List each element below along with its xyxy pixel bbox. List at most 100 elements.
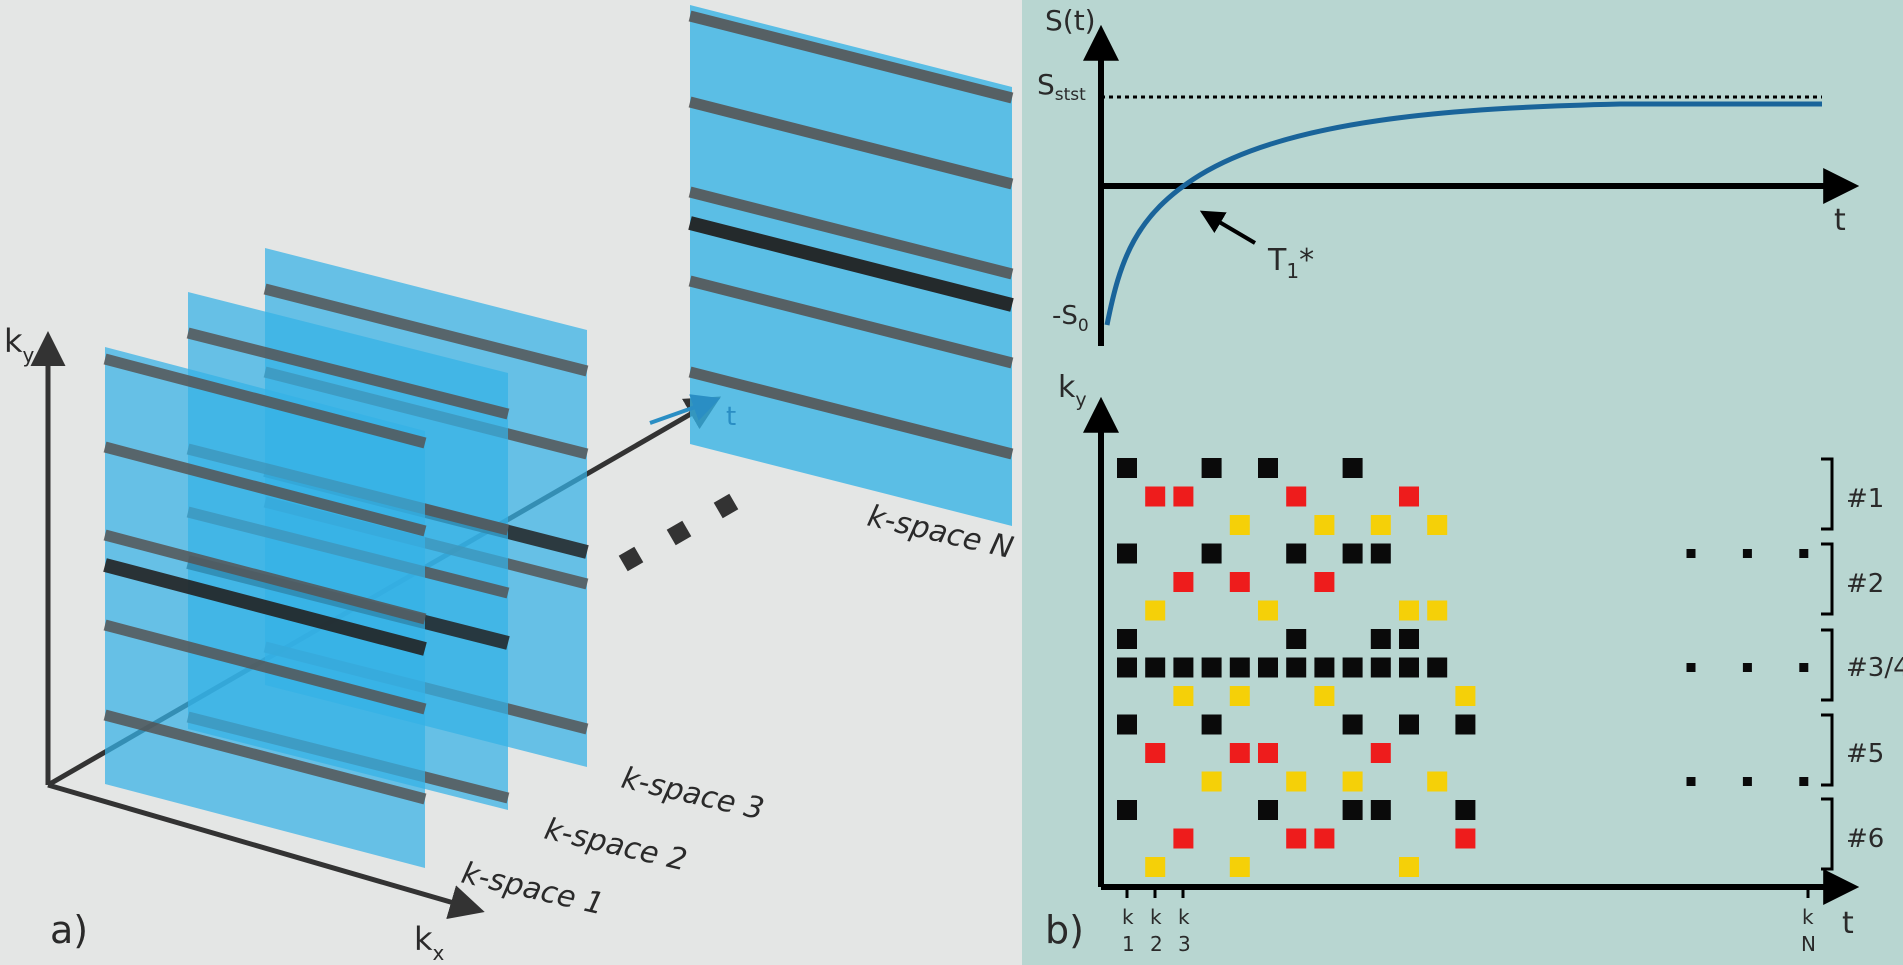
- sample-red: [1173, 572, 1194, 592]
- t-axis-label: t: [726, 402, 736, 432]
- panel-b: S(t) Sstst -S0 T1* t ky t #1 #2 #3/4 #5 …: [1022, 0, 1903, 965]
- ellipsis-dot: [1799, 777, 1809, 786]
- sample-black: [1117, 714, 1137, 735]
- ky-axis-label: ky: [4, 322, 35, 367]
- signal-axis-label: S(t): [1045, 4, 1096, 37]
- sample-red: [1370, 743, 1391, 763]
- sample-black: [1455, 714, 1476, 735]
- sample-black: [1370, 543, 1391, 564]
- tick-k1-bottom: 1: [1122, 932, 1135, 956]
- ellipsis-dots: [618, 493, 739, 572]
- sample-yellow: [1201, 771, 1222, 792]
- sample-yellow: [1314, 515, 1335, 535]
- sampling-t-label: t: [1842, 906, 1854, 941]
- sample-red: [1229, 743, 1250, 763]
- group-5-label: #5: [1846, 739, 1884, 769]
- tick-kn-top: k: [1802, 905, 1814, 929]
- kspace-n-plane: [688, 5, 1014, 526]
- sample-black: [1342, 543, 1363, 564]
- sample-black: [1342, 657, 1363, 678]
- sample-yellow: [1145, 857, 1166, 877]
- sample-yellow: [1229, 686, 1250, 706]
- sample-yellow: [1427, 515, 1448, 535]
- sample-black: [1117, 800, 1137, 820]
- sample-red: [1145, 743, 1166, 763]
- ellipsis-dot: [1686, 549, 1696, 558]
- sample-red: [1258, 743, 1278, 763]
- sample-yellow: [1427, 771, 1448, 792]
- sample-red: [1286, 486, 1307, 507]
- sample-red: [1455, 828, 1476, 849]
- panel-a-label: a): [50, 908, 88, 952]
- sample-black: [1370, 800, 1391, 820]
- tick-labels: k 1 k 2 k 3 k N: [1122, 905, 1816, 956]
- sample-yellow: [1399, 600, 1419, 621]
- kx-axis-arrow: [47, 782, 485, 919]
- ellipsis-dot: [1742, 777, 1752, 786]
- sample-black: [1399, 714, 1419, 735]
- sampling-grid: [1117, 458, 1809, 877]
- sample-black: [1258, 458, 1278, 478]
- sample-yellow: [1342, 771, 1363, 792]
- sstst-label: Sstst: [1037, 68, 1086, 105]
- sample-black: [1117, 543, 1137, 564]
- sample-black: [1201, 714, 1222, 735]
- sample-black: [1229, 657, 1250, 678]
- tick-k2-top: k: [1150, 905, 1162, 929]
- tick-kn-bottom: N: [1801, 932, 1816, 956]
- sample-black: [1258, 800, 1278, 820]
- sample-black: [1342, 714, 1363, 735]
- ellipsis-dot: [1742, 663, 1752, 672]
- ky-axis-b-label: ky: [1058, 370, 1087, 411]
- sample-red: [1286, 828, 1307, 849]
- sample-black: [1258, 657, 1278, 678]
- group-1-label: #1: [1846, 484, 1884, 514]
- sample-black: [1399, 657, 1419, 678]
- t1-pointer-arrow: [1199, 210, 1257, 245]
- sample-black: [1145, 657, 1166, 678]
- sample-red: [1145, 486, 1166, 507]
- sample-black: [1286, 543, 1307, 564]
- sample-yellow: [1145, 600, 1166, 621]
- sample-red: [1399, 486, 1419, 507]
- ellipsis-dot: [1686, 777, 1696, 786]
- sample-yellow: [1173, 686, 1194, 706]
- sample-yellow: [1427, 600, 1448, 621]
- sample-black: [1370, 657, 1391, 678]
- sample-black: [1427, 657, 1448, 678]
- t-axis-tip: [649, 394, 721, 425]
- s0-label: -S0: [1052, 301, 1089, 336]
- sample-black: [1370, 629, 1391, 649]
- sample-black: [1173, 657, 1194, 678]
- sample-black: [1117, 657, 1137, 678]
- sample-black: [1286, 657, 1307, 678]
- panel-b-background: [1022, 0, 1903, 965]
- ellipsis-dot: [1742, 549, 1752, 558]
- group-brackets: [1821, 457, 1834, 871]
- t1-star-label: T1*: [1267, 243, 1314, 283]
- sample-black: [1117, 629, 1137, 649]
- sample-yellow: [1370, 515, 1391, 535]
- sample-yellow: [1229, 857, 1250, 877]
- tick-k2-bottom: 2: [1150, 932, 1163, 956]
- sample-black: [1117, 458, 1137, 478]
- sample-black: [1455, 800, 1476, 820]
- ellipsis-dot: [1799, 663, 1809, 672]
- sample-black: [1399, 629, 1419, 649]
- sample-black: [1201, 543, 1222, 564]
- group-3-4-label: #3/4: [1846, 653, 1903, 683]
- sample-black: [1314, 657, 1335, 678]
- sample-red: [1229, 572, 1250, 592]
- sample-yellow: [1286, 771, 1307, 792]
- tick-k3-top: k: [1178, 905, 1190, 929]
- panel-b-label: b): [1045, 908, 1084, 952]
- sample-yellow: [1258, 600, 1278, 621]
- kspace-1-plane: [103, 347, 427, 868]
- tick-k1-top: k: [1122, 905, 1134, 929]
- tick-k3-bottom: 3: [1178, 932, 1191, 956]
- sample-black: [1342, 800, 1363, 820]
- sample-yellow: [1399, 857, 1419, 877]
- panel-a: t ky kx k-space 1 k-space 2 k-space 3 k-…: [4, 5, 1017, 965]
